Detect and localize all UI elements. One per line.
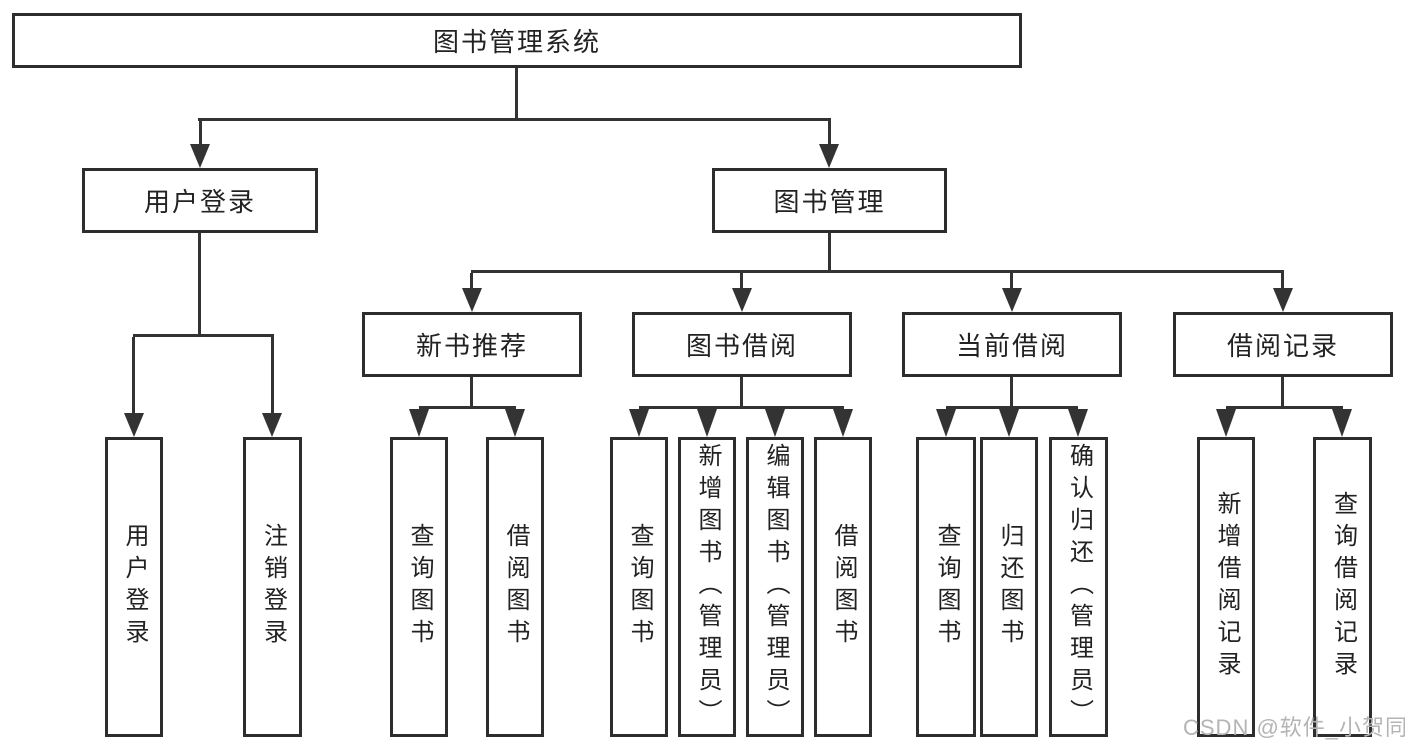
connector-new-book-rail xyxy=(419,406,516,409)
leaf-borrow-book-newbook: 借阅图书 xyxy=(486,437,544,737)
node-user-login: 用户登录 xyxy=(82,168,318,233)
connector-book-borrow-stem xyxy=(740,273,743,289)
connector-borrow-record-stem xyxy=(1281,273,1284,289)
connector-book-borrow-rail xyxy=(639,406,844,409)
connector-current-borrow-down xyxy=(1010,377,1013,406)
arrow-down-icon xyxy=(190,144,210,168)
connector-user-login-stem xyxy=(199,121,202,146)
leaf-query-book-newbook: 查询图书 xyxy=(390,437,448,737)
leaf-borrow-book: 借阅图书 xyxy=(814,437,872,737)
node-borrow-records: 借阅记录 xyxy=(1173,312,1393,377)
connector-current-borrow-stem xyxy=(1010,273,1013,289)
arrow-down-icon xyxy=(1216,409,1236,437)
connector-borrow-record-rail xyxy=(1226,406,1343,409)
arrow-down-icon xyxy=(765,409,785,437)
node-new-book-recommend: 新书推荐 xyxy=(362,312,582,377)
connector-borrow-record-down xyxy=(1281,377,1284,406)
arrow-down-icon xyxy=(999,409,1019,437)
arrow-down-icon xyxy=(262,413,282,437)
connector-leaf-stem xyxy=(132,337,135,413)
connector-leaf-stem xyxy=(271,337,274,413)
arrow-down-icon xyxy=(1068,409,1088,437)
connector-new-book-stem xyxy=(470,273,473,289)
arrow-down-icon xyxy=(505,409,525,437)
arrow-down-icon xyxy=(732,288,752,312)
connector-new-book-down xyxy=(470,377,473,406)
node-root-library-system: 图书管理系统 xyxy=(12,13,1022,68)
leaf-add-book-admin: 新增图书（管理员） xyxy=(678,437,736,737)
leaf-logout: 注销登录 xyxy=(243,437,302,737)
connector-book-mgmt-stem xyxy=(828,121,831,146)
connector-current-borrow-rail xyxy=(946,406,1078,409)
arrow-down-icon xyxy=(833,409,853,437)
leaf-user-login: 用户登录 xyxy=(105,437,163,737)
leaf-query-book-current: 查询图书 xyxy=(916,437,976,737)
leaf-confirm-return-admin: 确认归还（管理员） xyxy=(1049,437,1108,737)
node-current-borrowing: 当前借阅 xyxy=(902,312,1122,377)
arrow-down-icon xyxy=(629,409,649,437)
arrow-down-icon xyxy=(1002,288,1022,312)
arrow-down-icon xyxy=(936,409,956,437)
connector-user-login-rail xyxy=(133,334,274,337)
connector-level2-rail xyxy=(471,270,1284,273)
leaf-return-book: 归还图书 xyxy=(980,437,1038,737)
connector-book-mgmt-down xyxy=(828,233,831,270)
leaf-edit-book-admin: 编辑图书（管理员） xyxy=(746,437,804,737)
connector-root-stem xyxy=(515,68,518,118)
arrow-down-icon xyxy=(1332,409,1352,437)
node-book-management: 图书管理 xyxy=(712,168,947,233)
arrow-down-icon xyxy=(409,409,429,437)
connector-user-login-down xyxy=(198,233,201,334)
connector-level1-rail xyxy=(198,118,831,121)
arrow-down-icon xyxy=(462,288,482,312)
connector-book-borrow-down xyxy=(740,377,743,406)
arrow-down-icon xyxy=(1273,288,1293,312)
leaf-add-borrow-record: 新增借阅记录 xyxy=(1197,437,1255,737)
arrow-down-icon xyxy=(819,144,839,168)
csdn-watermark: CSDN @软件_小贺同学 xyxy=(1183,715,1405,740)
leaf-query-book-borrow: 查询图书 xyxy=(610,437,668,737)
arrow-down-icon xyxy=(697,409,717,437)
leaf-query-borrow-record: 查询借阅记录 xyxy=(1313,437,1372,737)
arrow-down-icon xyxy=(124,413,144,437)
node-book-borrowing: 图书借阅 xyxy=(632,312,852,377)
